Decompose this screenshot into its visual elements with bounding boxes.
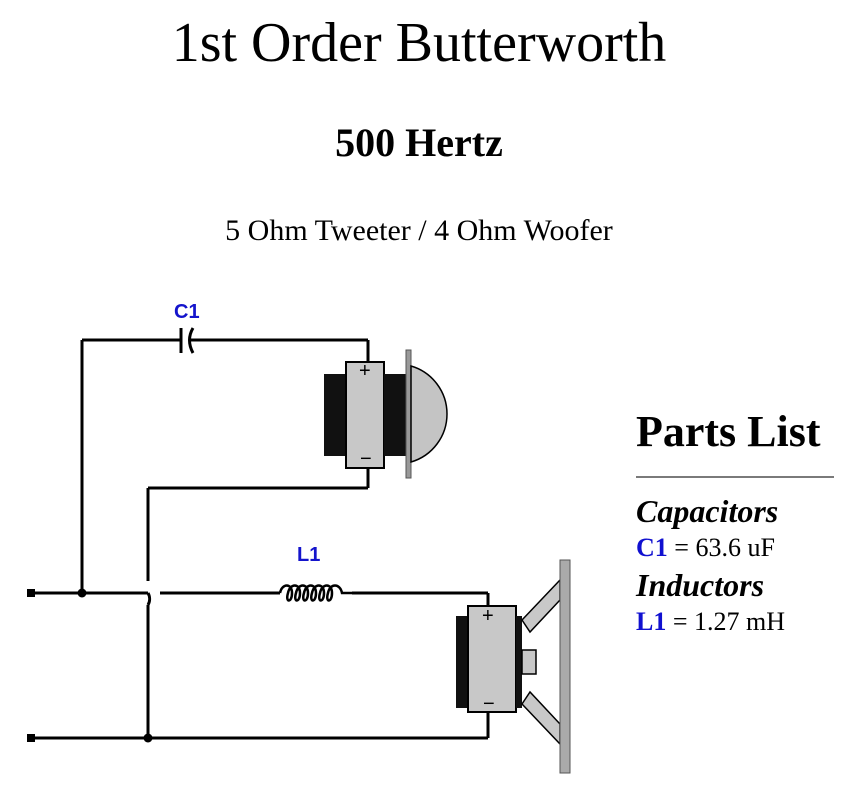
inductor-label: L1	[297, 544, 320, 566]
crossover-schematic: C1 L1 + − + −	[27, 301, 571, 774]
woofer-minus-sign: −	[483, 693, 495, 715]
crossover-frequency: 500 Hertz	[335, 120, 503, 165]
part-value: = 63.6 uF	[667, 533, 775, 562]
part-ref: C1	[636, 533, 668, 562]
inductor-l1-symbol	[278, 584, 352, 602]
parts-list-heading: Parts List	[636, 407, 821, 456]
wire-crossover-jump	[146, 592, 152, 606]
junction-dot	[143, 733, 153, 743]
page-title: 1st Order Butterworth	[171, 12, 667, 74]
input-terminal-positive	[27, 589, 35, 597]
capacitor-c1-symbol	[179, 327, 195, 354]
input-terminal-negative	[27, 734, 35, 742]
part-value: = 1.27 mH	[666, 607, 786, 636]
parts-list: Parts List Capacitors C1 = 63.6 uF Induc…	[636, 402, 836, 640]
tweeter-minus-sign: −	[360, 448, 372, 470]
parts-list-divider	[636, 476, 834, 478]
part-c1: C1 = 63.6 uF	[636, 530, 836, 566]
part-l1: L1 = 1.27 mH	[636, 604, 836, 640]
inductors-heading: Inductors	[636, 567, 765, 603]
woofer-plus-sign: +	[482, 605, 494, 627]
capacitors-heading: Capacitors	[636, 493, 779, 529]
junction-dot	[77, 588, 87, 598]
part-ref: L1	[636, 607, 667, 636]
speaker-impedance-subtitle: 5 Ohm Tweeter / 4 Ohm Woofer	[225, 214, 613, 247]
tweeter-plus-sign: +	[359, 360, 371, 382]
tweeter-speaker	[324, 349, 448, 479]
woofer-speaker	[456, 559, 571, 774]
capacitor-label: C1	[174, 301, 200, 323]
